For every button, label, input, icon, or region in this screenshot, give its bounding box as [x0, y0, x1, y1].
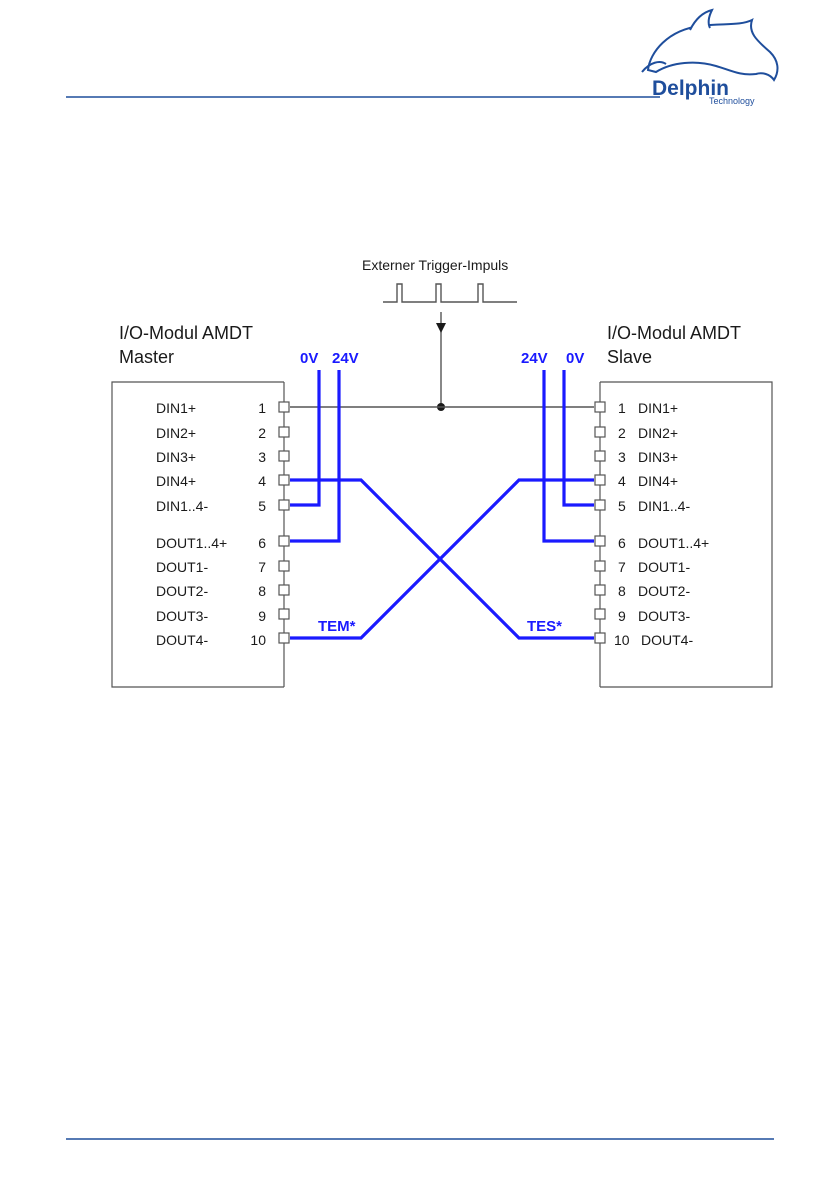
slave-pin-num: 5	[618, 498, 626, 514]
master-pin-name: DOUT2-	[156, 583, 208, 599]
slave-pin-num: 10	[614, 632, 630, 648]
slave-pin-name: DOUT4-	[641, 632, 693, 648]
master-pin-name: DIN1+	[156, 400, 196, 416]
master-pin-num: 2	[258, 425, 266, 441]
master-pin-name: DIN2+	[156, 425, 196, 441]
slave-pin-name: DIN2+	[638, 425, 678, 441]
pin-terminals	[279, 402, 605, 643]
slave-terminal-4	[595, 475, 605, 485]
master-pins: DIN1+ 1 DIN2+ 2 DIN3+ 3 DIN4+ 4 DIN1..4-…	[156, 400, 266, 648]
slave-pin-name: DIN1+	[638, 400, 678, 416]
trigger-pulses	[383, 284, 517, 302]
master-pin-num: 5	[258, 498, 266, 514]
wire-master-24v	[290, 370, 339, 541]
master-title-line1: I/O-Modul AMDT	[119, 323, 253, 343]
slave-pins: 1 DIN1+ 2 DIN2+ 3 DIN3+ 4 DIN4+ 5 DIN1..…	[614, 400, 709, 648]
slave-pin-num: 6	[618, 535, 626, 551]
slave-terminal-3	[595, 451, 605, 461]
master-pin-name: DOUT3-	[156, 608, 208, 624]
master-title-line2: Master	[119, 347, 174, 367]
slave-rail-0v: 0V	[566, 350, 584, 367]
master-pin-num: 7	[258, 559, 266, 575]
slave-pin-num: 1	[618, 400, 626, 416]
master-pin-name: DIN1..4-	[156, 498, 208, 514]
master-terminal-2	[279, 427, 289, 437]
slave-pin-name: DIN3+	[638, 449, 678, 465]
slave-pin-name: DOUT1-	[638, 559, 690, 575]
master-pin-name: DOUT1..4+	[156, 535, 227, 551]
delphin-logo: Delphin Technology	[642, 10, 777, 106]
master-rail-0v: 0V	[300, 350, 318, 367]
wire-label-tes: TES*	[527, 618, 562, 635]
master-pin-num: 4	[258, 473, 266, 489]
logo-sub: Technology	[709, 96, 755, 106]
wire-slave-24v	[544, 370, 594, 541]
trigger-label: Externer Trigger-Impuls	[362, 257, 508, 273]
master-terminal-8	[279, 585, 289, 595]
slave-terminal-9	[595, 609, 605, 619]
slave-pin-name: DIN1..4-	[638, 498, 690, 514]
slave-pin-name: DOUT1..4+	[638, 535, 709, 551]
slave-terminal-8	[595, 585, 605, 595]
master-terminal-7	[279, 561, 289, 571]
slave-terminal-6	[595, 536, 605, 546]
trigger-arrow-icon	[436, 323, 446, 333]
wire-master-0v	[290, 370, 319, 505]
master-terminal-10	[279, 633, 289, 643]
master-pin-num: 6	[258, 535, 266, 551]
master-pin-name: DIN4+	[156, 473, 196, 489]
slave-pin-num: 4	[618, 473, 626, 489]
slave-terminal-10	[595, 633, 605, 643]
master-pin-num: 9	[258, 608, 266, 624]
master-pin-num: 10	[250, 632, 266, 648]
slave-terminal-7	[595, 561, 605, 571]
master-pin-num: 8	[258, 583, 266, 599]
slave-pin-name: DOUT2-	[638, 583, 690, 599]
master-terminal-3	[279, 451, 289, 461]
slave-pin-name: DOUT3-	[638, 608, 690, 624]
slave-pin-num: 7	[618, 559, 626, 575]
master-pin-name: DIN3+	[156, 449, 196, 465]
slave-pin-num: 8	[618, 583, 626, 599]
wire-tem	[290, 480, 594, 638]
wire-slave-0v	[564, 370, 594, 505]
slave-rail-24v: 24V	[521, 350, 548, 367]
master-terminal-9	[279, 609, 289, 619]
dolphin-icon	[648, 20, 777, 80]
master-pin-name: DOUT1-	[156, 559, 208, 575]
slave-pin-num: 3	[618, 449, 626, 465]
master-pin-num: 3	[258, 449, 266, 465]
wire-label-tem: TEM*	[318, 618, 356, 635]
slave-terminal-5	[595, 500, 605, 510]
master-pin-num: 1	[258, 400, 266, 416]
master-terminal-5	[279, 500, 289, 510]
slave-pin-num: 2	[618, 425, 626, 441]
slave-title-line2: Slave	[607, 347, 652, 367]
master-rail-24v: 24V	[332, 350, 359, 367]
master-terminal-1	[279, 402, 289, 412]
slave-pin-num: 9	[618, 608, 626, 624]
master-terminal-4	[279, 475, 289, 485]
master-pin-name: DOUT4-	[156, 632, 208, 648]
master-terminal-6	[279, 536, 289, 546]
slave-title-line1: I/O-Modul AMDT	[607, 323, 741, 343]
slave-terminal-2	[595, 427, 605, 437]
slave-pin-name: DIN4+	[638, 473, 678, 489]
slave-terminal-1	[595, 402, 605, 412]
